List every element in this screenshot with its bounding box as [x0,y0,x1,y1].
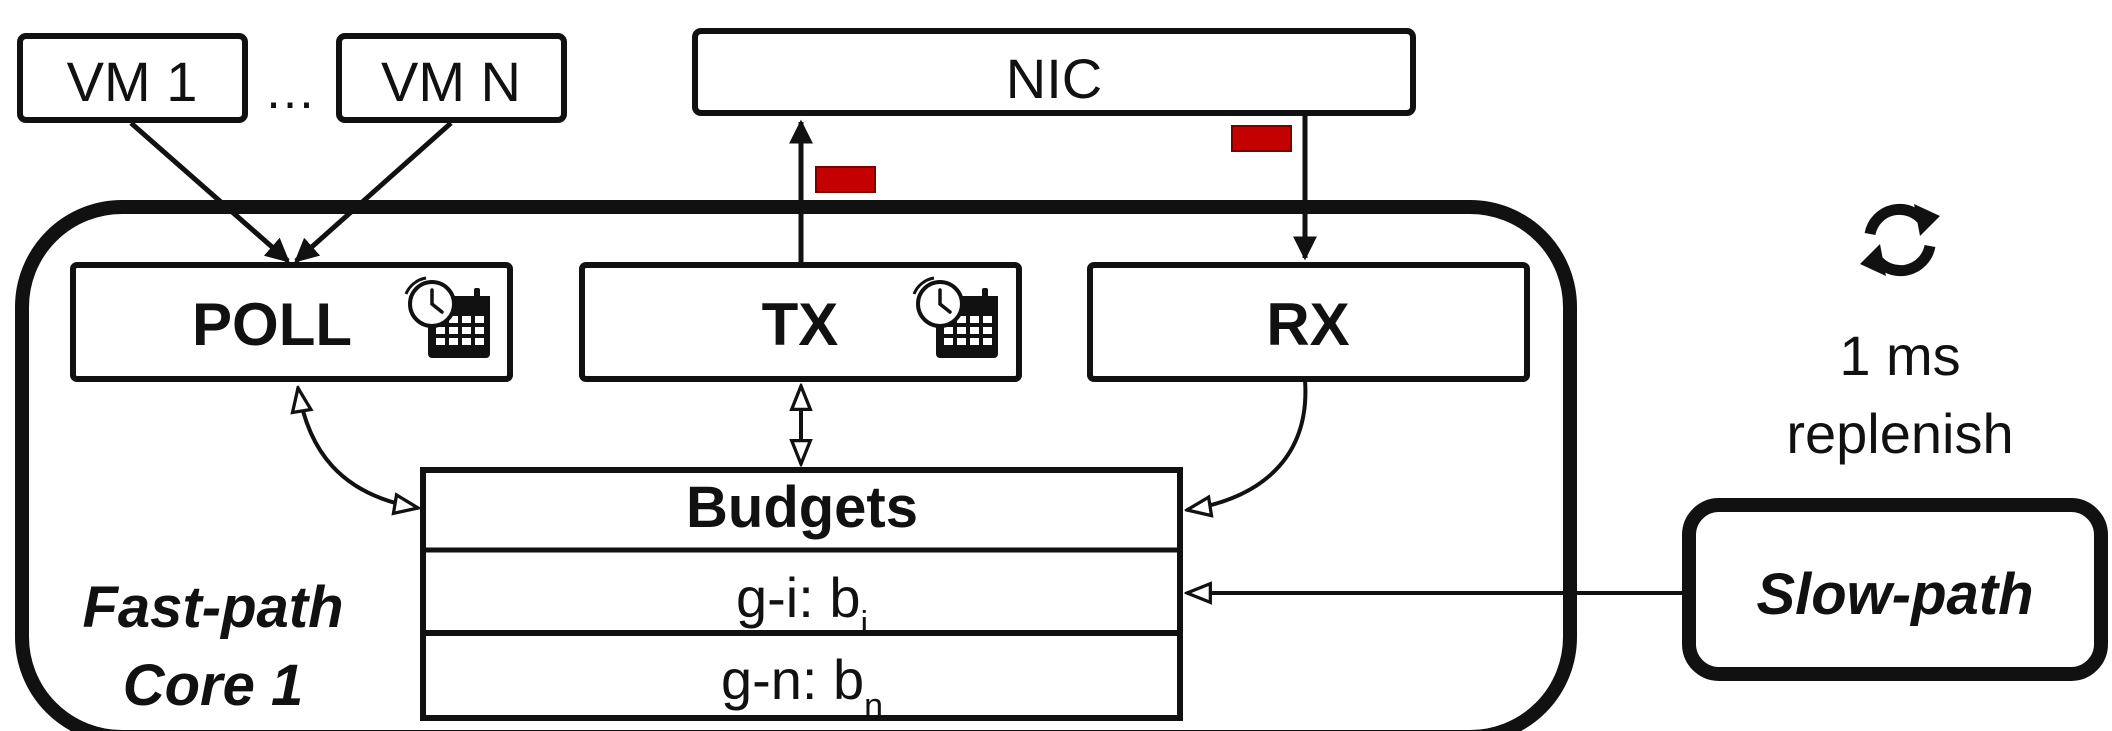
fast-path-core-container [15,200,1577,731]
rx-block: RX [1087,262,1530,382]
rx-label: RX [1266,291,1349,358]
core-caption: Core 1 [123,653,304,718]
vm-1-box: VM 1 [17,33,248,123]
budgets-title: Budgets [686,475,918,540]
slow-path-box: Slow-path [1682,498,2108,681]
vm1-to-poll-arrow [129,121,290,263]
budget-row-i: g-i: bi [736,566,868,643]
nic-box: NIC [692,28,1416,116]
slow-path-label: Slow-path [1756,562,2033,627]
poll-label: POLL [192,291,352,358]
vm-n-label: VM N [381,50,521,113]
rx-packet-icon [1231,125,1292,152]
vm-ellipsis: … [264,62,316,120]
tx-label: TX [762,291,839,358]
vm-n-box: VM N [336,33,567,123]
refresh-cycle-icon [1860,203,1940,277]
vm-1-label: VM 1 [67,50,198,113]
budget-row-n: g-n: bn [721,648,883,725]
nic-label: NIC [1006,47,1102,110]
poll-block: POLL [70,262,513,382]
poll-budgets-arrow [298,388,418,508]
fast-path-caption: Fast-path [83,575,344,640]
vmn-to-poll-arrow [294,121,453,263]
replenish-interval: 1 ms [1839,324,1960,387]
rx-budgets-arrow [1187,379,1308,510]
budgets-table: Budgets g-i: bi g-n: bn [420,467,1183,725]
tx-block: TX [579,262,1022,382]
tx-packet-icon [815,166,876,193]
replenish-label: replenish [1786,402,2013,465]
